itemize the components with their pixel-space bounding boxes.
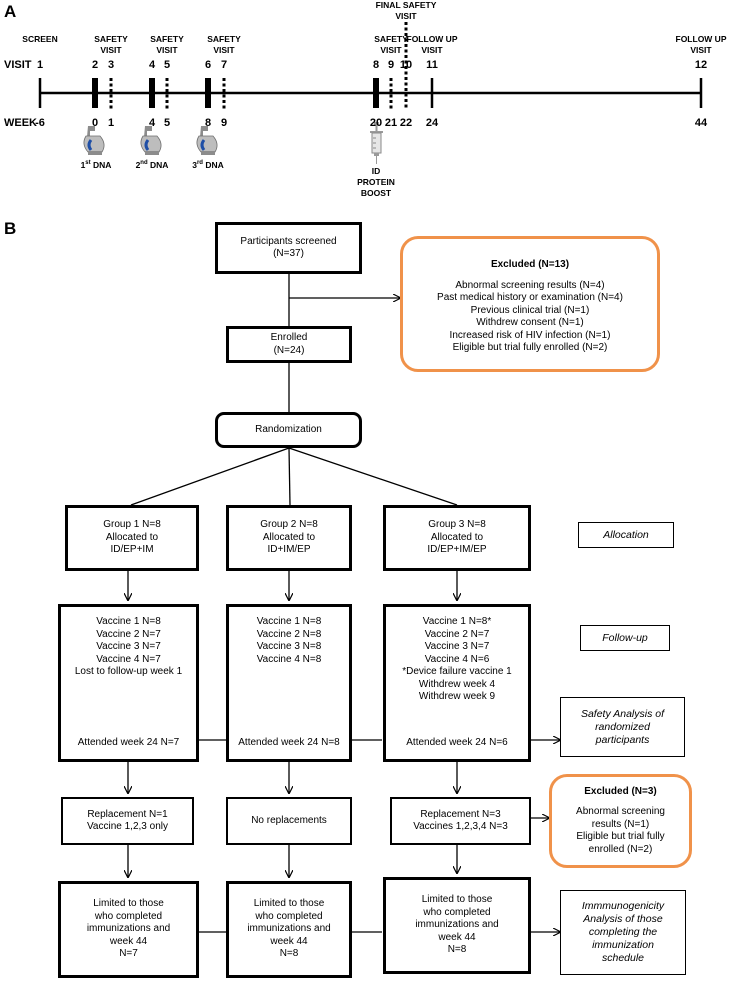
visit-number: 9 bbox=[387, 59, 395, 71]
dose-label-2: 2nd DNA bbox=[135, 160, 169, 170]
group-box-2: Group 2 N=8 Allocated to ID+IM/EP bbox=[226, 505, 352, 571]
week-number: 8 bbox=[204, 117, 212, 129]
dose-label-3: 3rd DNA bbox=[192, 160, 224, 170]
row-header-visit: VISIT bbox=[4, 59, 32, 71]
visit-label-safety-4: SAFETY VISIT bbox=[374, 34, 408, 55]
followup-box-2: Vaccine 1 N=8 Vaccine 2 N=8 Vaccine 3 N=… bbox=[226, 604, 352, 762]
followup-box-3: Vaccine 1 N=8* Vaccine 2 N=7 Vaccine 3 N… bbox=[383, 604, 531, 762]
visit-number: 12 bbox=[694, 59, 708, 71]
week-number: 21 bbox=[384, 117, 398, 129]
visit-number: 4 bbox=[148, 59, 156, 71]
allocation-label-box: Allocation bbox=[578, 522, 674, 548]
visit-label-safety-1: SAFETY VISIT bbox=[94, 34, 128, 55]
panel-label-b: B bbox=[4, 219, 17, 238]
syringe-icon bbox=[370, 122, 383, 164]
week-number: 1 bbox=[107, 117, 115, 129]
enrolled-box: Enrolled (N=24) bbox=[226, 326, 352, 363]
limited-box-1: Limited to those who completed immunizat… bbox=[58, 881, 199, 978]
week-number: 9 bbox=[220, 117, 228, 129]
timeline-ticks-solid bbox=[38, 78, 703, 108]
visit-label-safety-2: SAFETY VISIT bbox=[150, 34, 184, 55]
followup-box-1: Vaccine 1 N=8 Vaccine 2 N=7 Vaccine 3 N=… bbox=[58, 604, 199, 762]
immunogenicity-analysis-box: Immmunogenicity Analysis of those comple… bbox=[560, 890, 686, 975]
visit-label-screen: SCREEN bbox=[22, 34, 58, 44]
week-number: 5 bbox=[163, 117, 171, 129]
visit-label-final-safety: FINAL SAFETY VISIT bbox=[375, 0, 437, 21]
visit-number: 3 bbox=[107, 59, 115, 71]
row-header-week: WEEK bbox=[4, 117, 37, 129]
visit-number: 8 bbox=[372, 59, 380, 71]
replacement-box-2: No replacements bbox=[226, 797, 352, 845]
excluded-box-1: Excluded (N=13) Abnormal screening resul… bbox=[400, 236, 660, 372]
week-number: 22 bbox=[399, 117, 413, 129]
visit-label-follow-up-2: FOLLOW UP VISIT bbox=[675, 34, 727, 55]
week-number: 20 bbox=[369, 117, 383, 129]
visit-label-follow-up-1: FOLLOW UP VISIT bbox=[406, 34, 458, 55]
limited-box-3: Limited to those who completed immunizat… bbox=[383, 877, 531, 974]
timeline-ticks-dashed bbox=[109, 22, 408, 110]
week-number: 4 bbox=[148, 117, 156, 129]
electroporation-device-icon bbox=[196, 126, 218, 155]
timeline bbox=[38, 22, 703, 110]
group-box-3: Group 3 N=8 Allocated to ID/EP+IM/EP bbox=[383, 505, 531, 571]
visit-label-safety-3: SAFETY VISIT bbox=[207, 34, 241, 55]
visit-number: 10 bbox=[399, 59, 413, 71]
week-number: 44 bbox=[694, 117, 708, 129]
excluded-box-2: Excluded (N=3) Abnormal screening result… bbox=[549, 774, 692, 868]
week-number: -6 bbox=[35, 117, 45, 129]
randomization-box: Randomization bbox=[215, 412, 362, 448]
electroporation-device-icon bbox=[83, 126, 105, 155]
visit-number: 5 bbox=[163, 59, 171, 71]
week-number: 0 bbox=[91, 117, 99, 129]
visit-number: 6 bbox=[204, 59, 212, 71]
safety-analysis-box: Safety Analysis of randomized participan… bbox=[560, 697, 685, 757]
flow-connectors bbox=[128, 274, 560, 932]
visit-number: 1 bbox=[36, 59, 44, 71]
replacement-box-1: Replacement N=1 Vaccine 1,2,3 only bbox=[61, 797, 194, 845]
visit-number: 7 bbox=[220, 59, 228, 71]
panel-label-a: A bbox=[4, 2, 17, 21]
group-box-1: Group 1 N=8 Allocated to ID/EP+IM bbox=[65, 505, 199, 571]
limited-box-2: Limited to those who completed immunizat… bbox=[226, 881, 352, 978]
week-number: 24 bbox=[425, 117, 439, 129]
electroporation-device-icon bbox=[140, 126, 162, 155]
boost-label: ID PROTEIN BOOST bbox=[357, 166, 395, 198]
visit-number: 2 bbox=[91, 59, 99, 71]
visit-number: 11 bbox=[426, 59, 438, 71]
replacement-box-3: Replacement N=3 Vaccines 1,2,3,4 N=3 bbox=[390, 797, 531, 845]
screened-box: Participants screened (N=37) bbox=[215, 222, 362, 274]
dose-label-1: 1st DNA bbox=[80, 160, 112, 170]
followup-label-box: Follow-up bbox=[580, 625, 670, 651]
